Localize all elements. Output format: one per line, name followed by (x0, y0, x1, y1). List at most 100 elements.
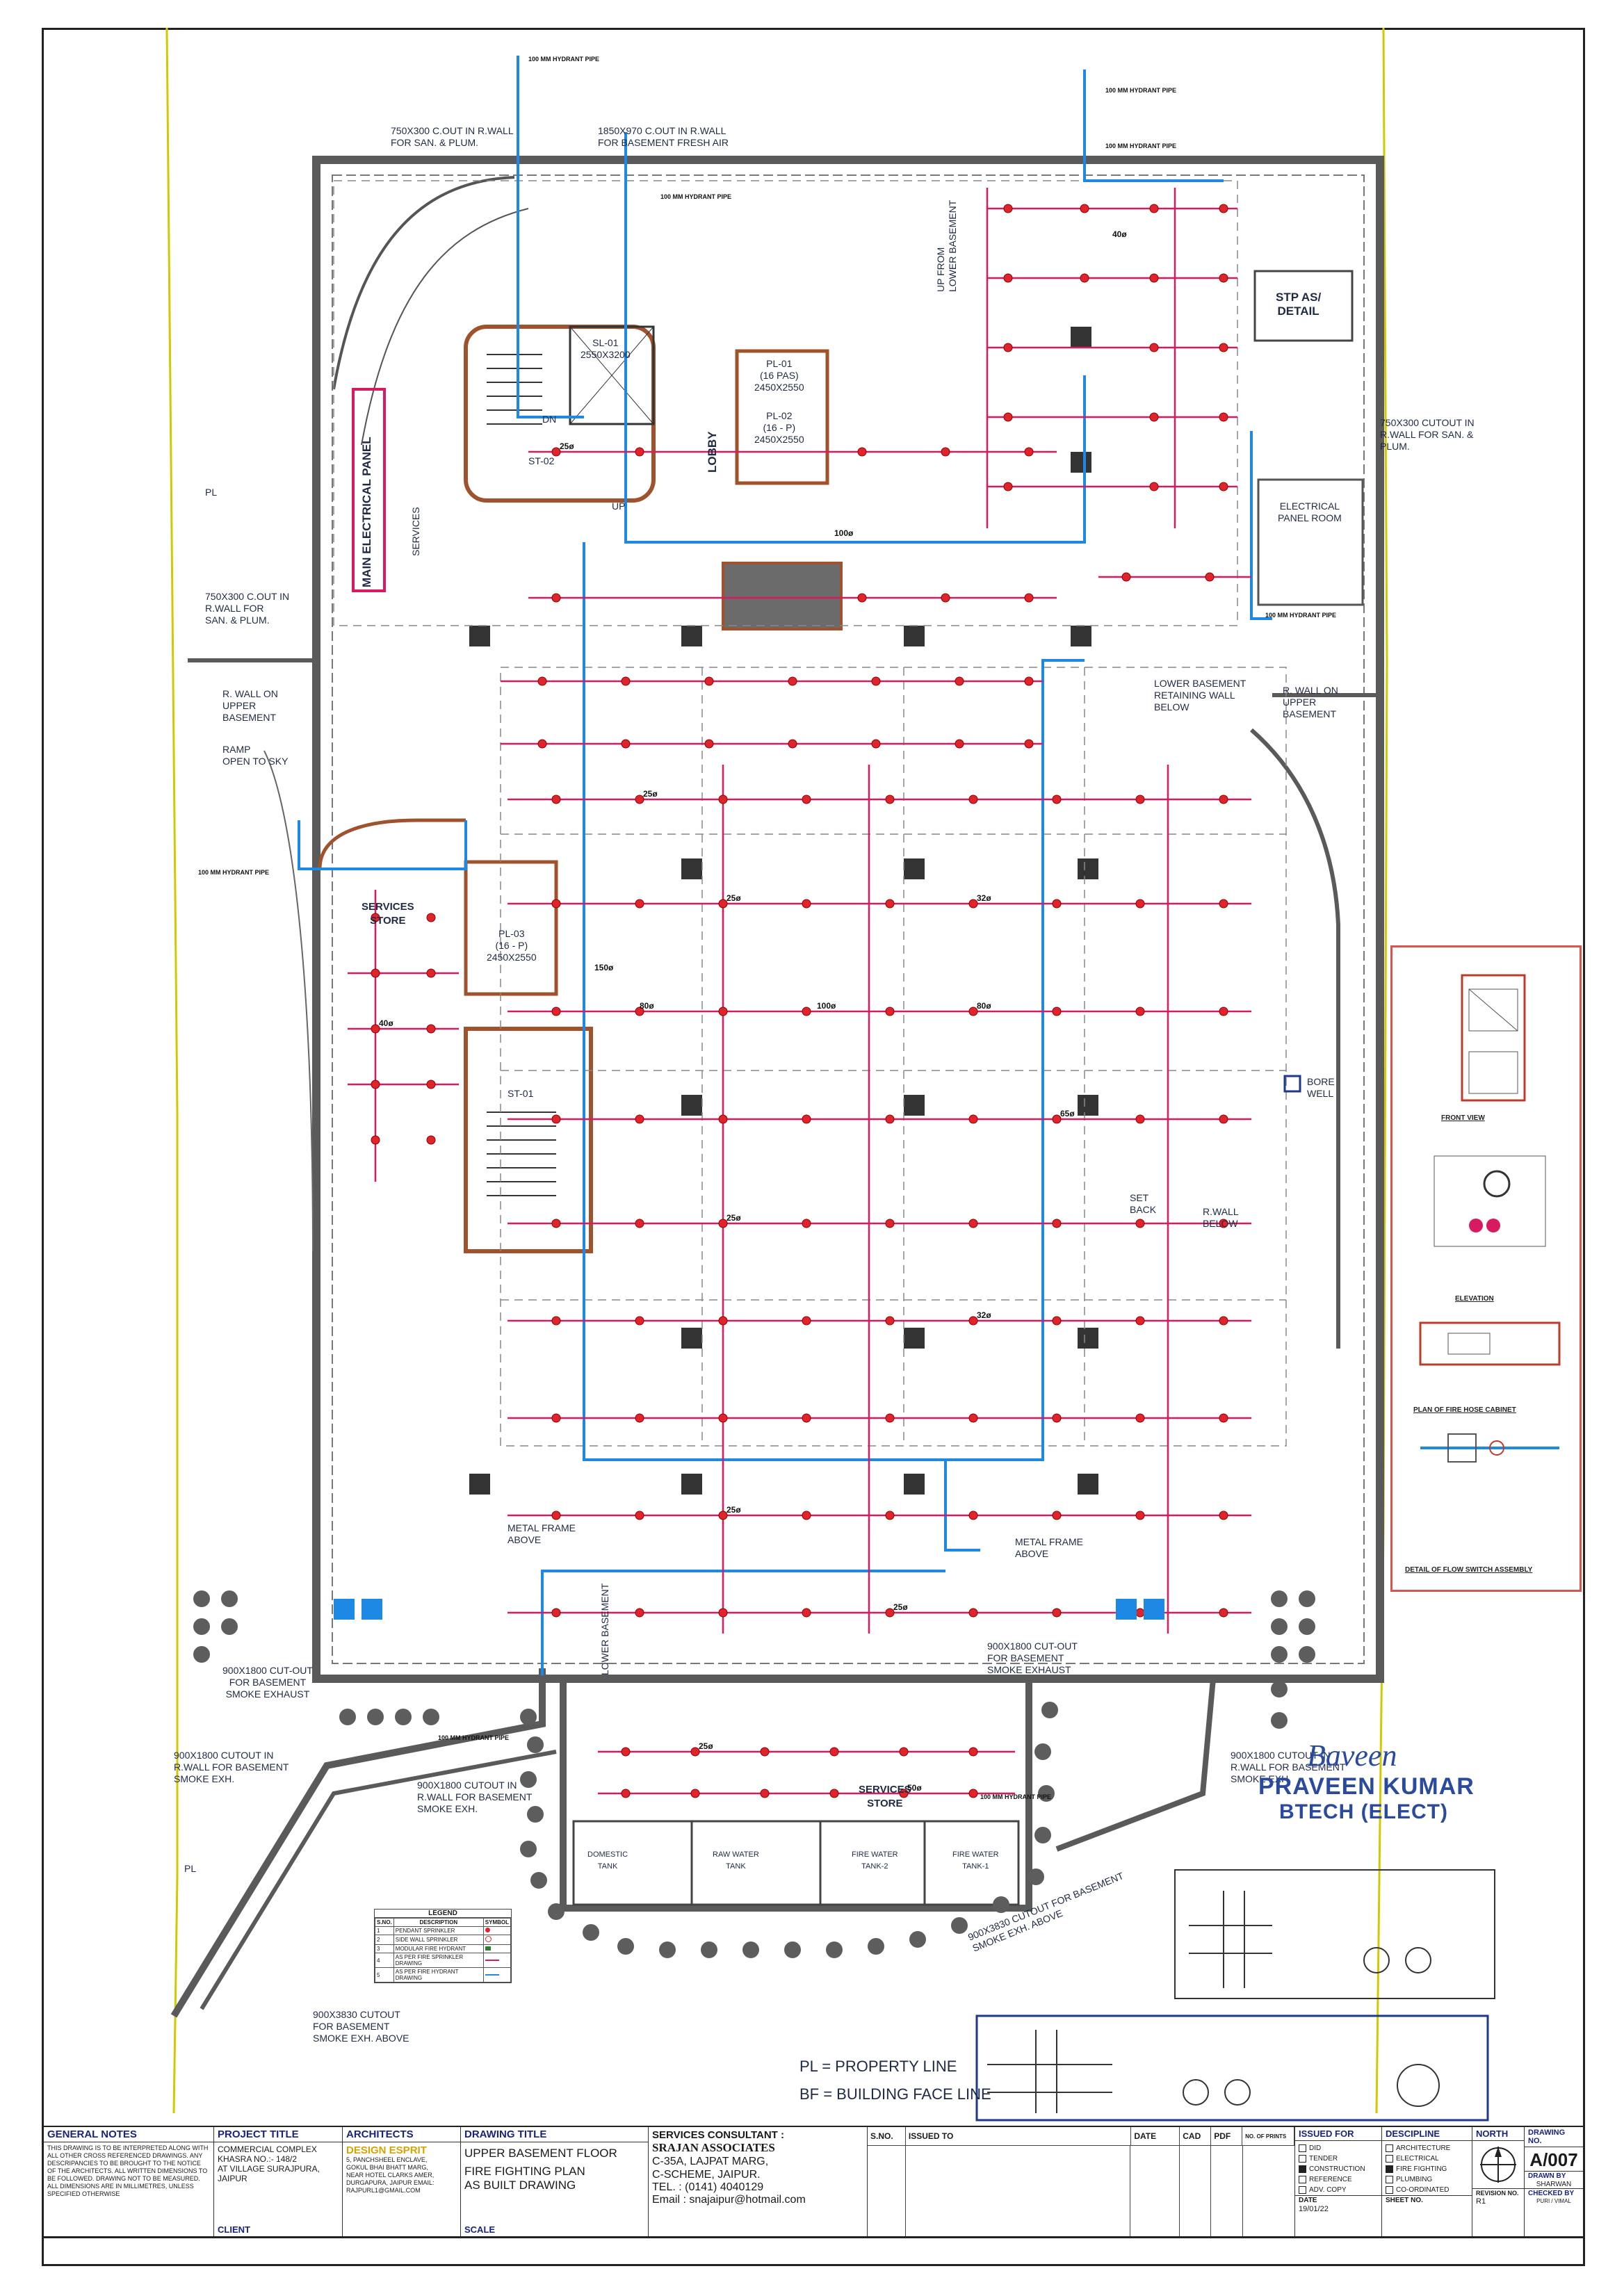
issued-for-construction[interactable]: CONSTRUCTION (1299, 2164, 1378, 2174)
label-hydrant-pipe-6: 100 MM HYDRANT PIPE (198, 869, 270, 876)
pipe-size-tag: 65ø (1060, 1109, 1075, 1118)
pipe-size-tag: 32ø (977, 893, 991, 903)
label-main-electrical-panel: MAIN ELECTRICAL PANEL (360, 437, 373, 587)
legend-header-symbol: SYMBOL (482, 1918, 512, 1927)
label-cutout-rwall-left: 900X1800 CUTOUT IN R.WALL FOR BASEMENT S… (174, 1750, 289, 1784)
revision-table: S.NO. ISSUED TO DATE CAD PDF NO. OF PRIN… (868, 2127, 1295, 2236)
signature: Baveen (1307, 1739, 1397, 1773)
building-inner-line (332, 174, 1365, 1664)
detail-label-elevation: ELEVATION (1455, 1295, 1494, 1303)
detail-label-flow-switch: DETAIL OF FLOW SWITCH ASSEMBLY (1405, 1566, 1533, 1574)
columns (469, 327, 1098, 1495)
pipe-size-tag: 80ø (640, 1001, 654, 1011)
issued-for-did[interactable]: DID (1299, 2143, 1378, 2153)
consultant-label: SERVICES CONSULTANT : (652, 2129, 785, 2141)
discipline-coordinated[interactable]: CO-ORDINATED (1386, 2185, 1468, 2195)
revision-header-issued-to: ISSUED TO (906, 2127, 1132, 2145)
label-pl01: PL-01 (16 PAS) 2450X2550 (754, 358, 804, 393)
consultant-tel: TEL. : (0141) 4040129 (652, 2181, 764, 2193)
cutout-wall-bottom-right (1055, 1678, 1216, 1852)
architect-address: 5, PANCHSHEEL ENCLAVE, GOKUL BHAI BHATT … (346, 2156, 435, 2194)
drawing-title-label: DRAWING TITLE (461, 2127, 648, 2142)
lift-pl01-pl02 (735, 349, 829, 485)
checkbox-icon (1299, 2155, 1306, 2163)
label-bore-well: BORE WELL (1307, 1076, 1335, 1099)
general-notes-title: GENERAL NOTES (44, 2127, 213, 2142)
revision-header-sno: S.NO. (868, 2127, 906, 2145)
upper-basement-wall-left (188, 658, 318, 1571)
architects-cell: ARCHITECTS DESIGN ESPRIT 5, PANCHSHEEL E… (343, 2127, 461, 2236)
label-set-back: SET BACK (1130, 1192, 1157, 1215)
pipe-size-tag: 80ø (977, 1001, 991, 1011)
label-up-from-lower: UP FROM LOWER BASEMENT (935, 200, 958, 292)
note-property-line: PL = PROPERTY LINE (799, 2058, 957, 2075)
lift-sl01 (569, 325, 655, 425)
general-notes-text: THIS DRAWING IS TO BE INTERPRETED ALONG … (47, 2144, 209, 2197)
curved-wall-right (1250, 728, 1340, 1349)
checkbox-icon (1386, 2176, 1393, 2183)
revision-header-pdf: PDF (1211, 2127, 1243, 2145)
title-block: GENERAL NOTES THIS DRAWING IS TO BE INTE… (42, 2126, 1585, 2238)
label-cutout-exhaust-left: 900X1800 CUT-OUT FOR BASEMENT SMOKE EXHA… (222, 1665, 313, 1700)
ramp-edge-left (263, 750, 314, 1252)
ramp-curve-top (332, 176, 515, 390)
checkbox-icon (1386, 2186, 1393, 2194)
label-st01: ST-01 (508, 1088, 534, 1099)
label-hydrant-pipe-5: 100 MM HYDRANT PIPE (1265, 612, 1337, 619)
pipe-size-tag: 25ø (893, 1602, 908, 1612)
lift-pl03 (464, 860, 558, 996)
drawing-no-value: A/007 (1529, 2149, 1578, 2170)
pendant-sprinkler-icon (485, 1928, 490, 1932)
sprinkler-pipe-network (348, 188, 1251, 1795)
drawing-title-cell: DRAWING TITLE UPPER BASEMENT FLOOR FIRE … (461, 2127, 649, 2236)
label-pl-bottom: PL (184, 1863, 197, 1874)
drawing-title-2: FIRE FIGHTING PLAN AS BUILT DRAWING (464, 2165, 585, 2192)
north-label: NORTH (1472, 2127, 1524, 2141)
issued-for-tender[interactable]: TENDER (1299, 2153, 1378, 2164)
legend-header-desc: DESCRIPTION (393, 1918, 484, 1927)
checked-by-value: PURI / VIMAL (1536, 2198, 1571, 2204)
project-title: COMMERCIAL COMPLEX KHASRA NO.:- 148/2 AT… (218, 2144, 320, 2183)
checkbox-icon (1299, 2186, 1306, 2194)
label-sl01: SL-01 2550X3200 (580, 337, 631, 360)
label-cutout-rwall-right: 900X1800 CUTOUT IN R.WALL FOR BASEMENT S… (1231, 1750, 1346, 1784)
drawing-no-label: DRAWING NO. (1525, 2127, 1583, 2147)
issued-for-reference[interactable]: REFERENCE (1299, 2174, 1378, 2185)
pipe-size-tag: 25ø (560, 441, 574, 451)
label-r-wall-below: R.WALL BELOW (1203, 1206, 1239, 1229)
issued-for-adv-copy[interactable]: ADV. COPY (1299, 2185, 1378, 2195)
detail-label-fire-hose: PLAN OF FIRE HOSE CABINET (1413, 1406, 1516, 1414)
discipline-fire-fighting[interactable]: FIRE FIGHTING (1386, 2164, 1468, 2174)
consultant-cell: SERVICES CONSULTANT : SRAJAN ASSOCIATES … (649, 2127, 868, 2236)
label-pl02: PL-02 (16 - P) 2450X2550 (754, 410, 804, 445)
discipline-architecture[interactable]: ARCHITECTURE (1386, 2143, 1468, 2153)
checkbox-icon (1386, 2144, 1393, 2152)
revision-no-label: REVISION NO. (1472, 2188, 1524, 2197)
label-hydrant-pipe-2: 100 MM HYDRANT PIPE (1105, 87, 1177, 94)
sprinkler-heads (371, 204, 1228, 1798)
label-lobby: LOBBY (706, 431, 719, 473)
discipline-plumbing[interactable]: PLUMBING (1386, 2174, 1468, 2185)
drawing-no-cell: DRAWING NO. A/007 DRAWN BY SHARWAN CHECK… (1525, 2127, 1583, 2236)
label-cutout-exhaust-mid: 900X1800 CUT-OUT FOR BASEMENT SMOKE EXHA… (987, 1640, 1078, 1675)
label-services-store-left: SERVICES STORE (362, 901, 414, 927)
discipline-electrical[interactable]: ELECTRICAL (1386, 2153, 1468, 2164)
label-cutout-san-plum-left: 750X300 C.OUT IN R.WALL FOR SAN. & PLUM. (205, 591, 290, 626)
pipe-size-tag: 25ø (699, 1741, 713, 1751)
stp-box (1253, 270, 1354, 342)
consultant-name: SRAJAN ASSOCIATES (652, 2141, 775, 2154)
label-pl-top: PL (205, 487, 218, 498)
pipe-size-tag: 150ø (594, 963, 614, 972)
pipe-size-tag: 100ø (834, 528, 854, 538)
ramp-curve-inner (361, 208, 529, 446)
stair-treads-mid (487, 1112, 556, 1196)
label-hydrant-pipe-7: 100 MM HYDRANT PIPE (438, 1734, 510, 1741)
label-metal-frame-left: METAL FRAME ABOVE (508, 1522, 576, 1545)
pipe-size-tag: 32ø (977, 1310, 991, 1320)
building-outer-wall (312, 156, 1384, 1683)
checkbox-checked-icon (1386, 2165, 1393, 2173)
revision-header-date: DATE (1131, 2127, 1180, 2145)
